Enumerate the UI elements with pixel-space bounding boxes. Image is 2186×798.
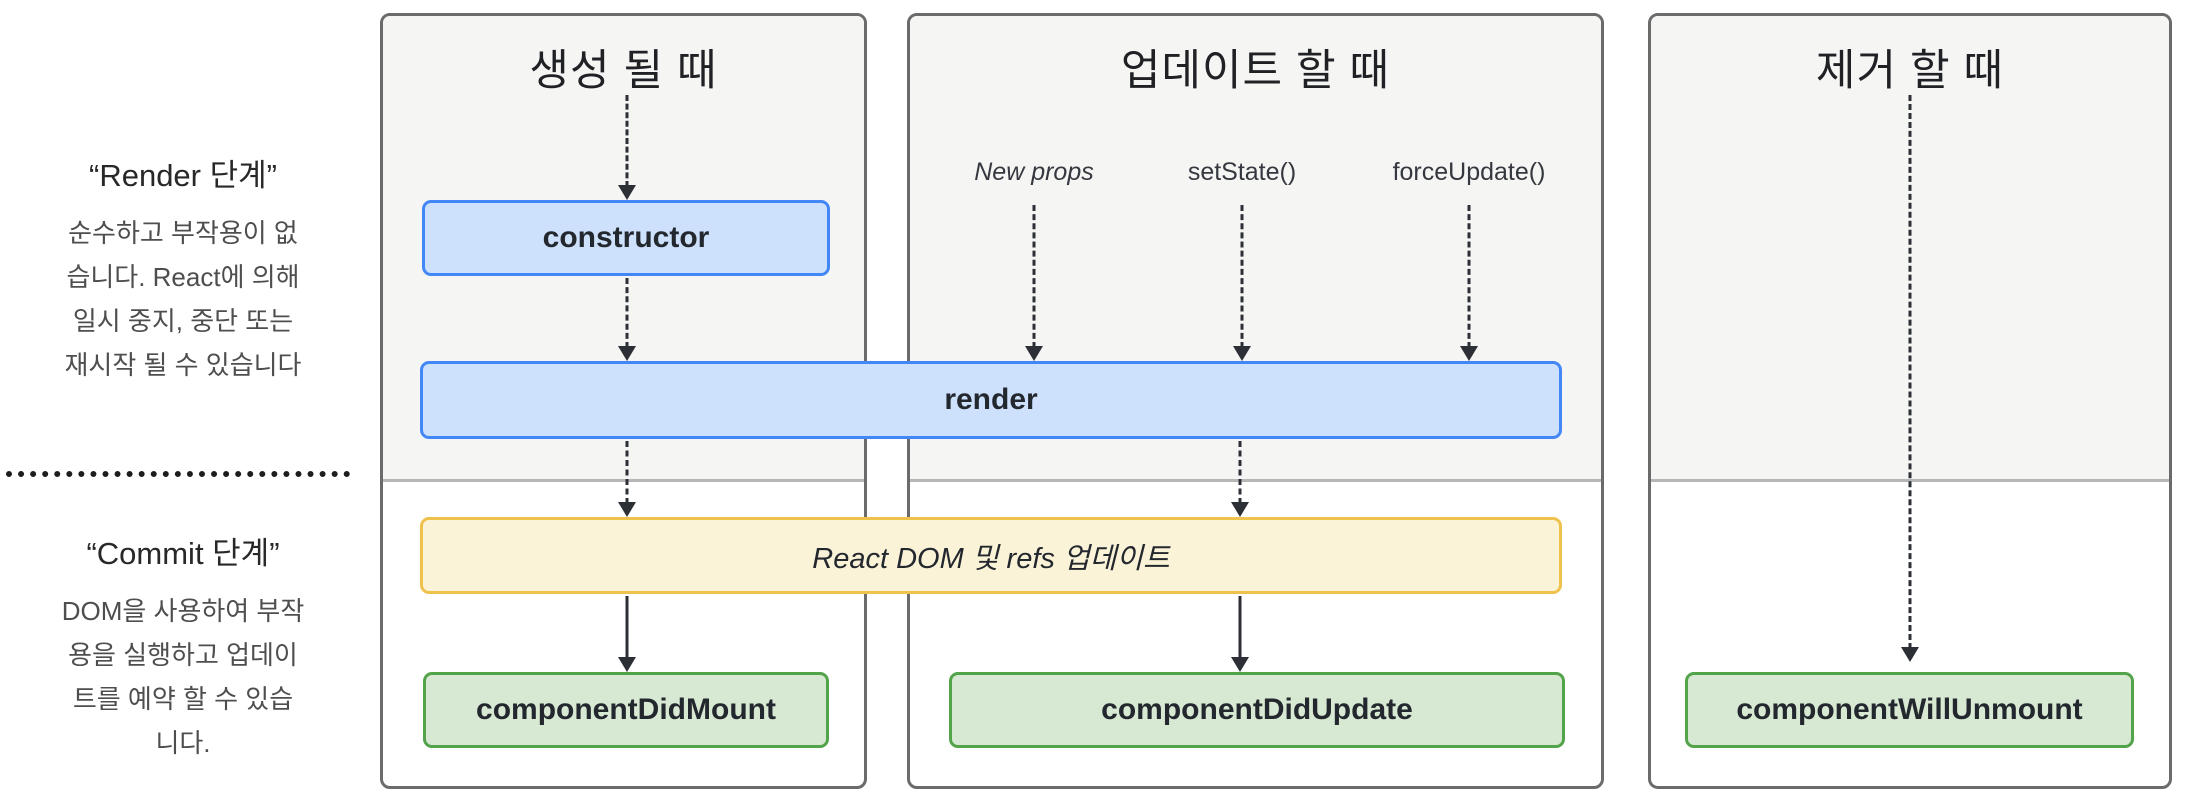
node-component-did-update: componentDidUpdate [949, 672, 1565, 748]
panel-mount-title: 생성 될 때 [529, 47, 718, 95]
node-component-will-unmount: componentWillUnmount [1685, 672, 2134, 748]
arrow-shaft [1467, 205, 1471, 348]
arrow-down-icon [618, 502, 636, 517]
node-react-dom-update: React DOM 및 refs 업데이트 [420, 517, 1562, 594]
arrow-shaft [625, 95, 629, 187]
render-phase-note: “Render 단계” 순수하고 부작용이 없 습니다. React에 의해 일… [12, 150, 354, 387]
arrow-shaft [625, 596, 629, 659]
panel-update-title: 업데이트 할 때 [1120, 47, 1391, 95]
arrow-setstate-to-render [1232, 205, 1252, 361]
arrow-down-icon [1025, 346, 1043, 361]
panel-unmount-title: 제거 할 때 [1815, 47, 2005, 95]
arrow-down-icon [1231, 657, 1249, 672]
node-render: render [420, 361, 1562, 439]
commit-phase-description: DOM을 사용하여 부작 용을 실행하고 업데이 트를 예약 할 수 있습 니다… [61, 596, 305, 758]
arrow-shaft [1032, 205, 1036, 348]
sidebar: “Render 단계” 순수하고 부작용이 없 습니다. React에 의해 일… [0, 0, 366, 798]
arrow-shaft [1240, 205, 1244, 348]
arrow-shaft [1238, 596, 1242, 659]
commit-phase-title: “Commit 단계” [86, 536, 280, 571]
node-component-did-mount: componentDidMount [423, 672, 829, 748]
trigger-force-update: forceUpdate() [1392, 158, 1546, 186]
arrow-down-icon [618, 657, 636, 672]
render-phase-title: “Render 단계” [89, 158, 277, 193]
arrow-down-icon [1460, 346, 1478, 361]
arrow-unmount-to-willunmount [1900, 95, 1920, 662]
render-phase-description: 순수하고 부작용이 없 습니다. React에 의해 일시 중지, 중단 또는 … [64, 218, 302, 380]
arrow-shaft [625, 441, 629, 504]
arrow-forceupdate-to-render [1459, 205, 1479, 361]
arrow-shaft [1908, 95, 1912, 649]
arrow-down-icon [618, 185, 636, 200]
arrow-down-icon [1231, 502, 1249, 517]
arrow-down-icon [618, 346, 636, 361]
arrow-down-icon [1233, 346, 1251, 361]
arrow-reactdom-to-didupdate [1230, 596, 1250, 672]
commit-phase-note: “Commit 단계” DOM을 사용하여 부작 용을 실행하고 업데이 트를 … [12, 528, 354, 765]
arrow-reactdom-to-didmount [617, 596, 637, 672]
arrow-shaft [1238, 441, 1242, 504]
arrow-render-to-reactdom-update [1230, 441, 1250, 517]
node-constructor: constructor [422, 200, 830, 276]
arrow-shaft [625, 278, 629, 348]
arrow-render-to-reactdom-mount [617, 441, 637, 517]
arrow-mount-to-constructor [617, 95, 637, 200]
arrow-newprops-to-render [1024, 205, 1044, 361]
trigger-set-state: setState() [1187, 158, 1297, 186]
arrow-constructor-to-render [617, 278, 637, 361]
arrow-down-icon [1901, 647, 1919, 662]
trigger-new-props: New props [974, 158, 1094, 186]
phase-dotted-divider [6, 471, 350, 477]
